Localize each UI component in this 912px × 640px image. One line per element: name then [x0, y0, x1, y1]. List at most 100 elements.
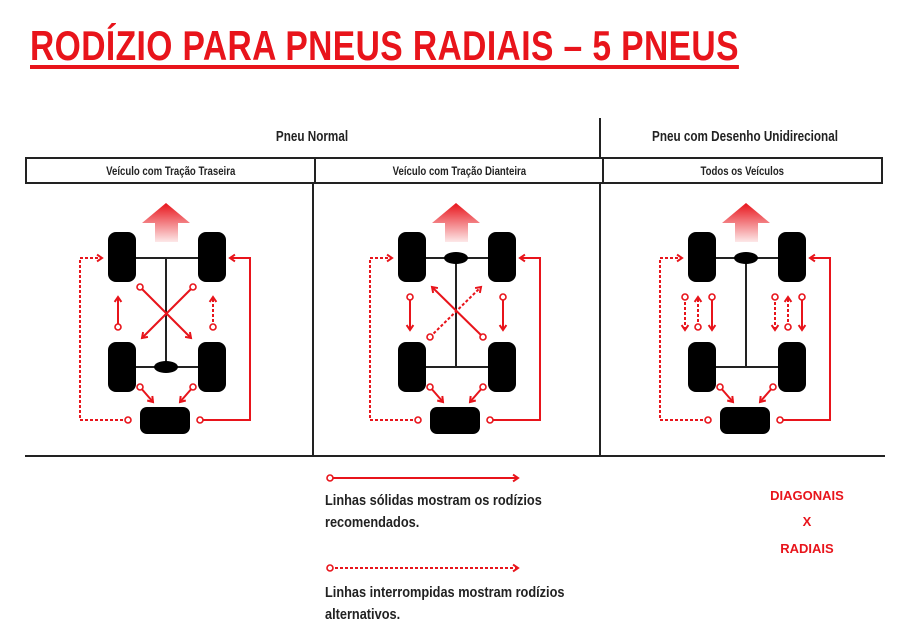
- start-circle-icon: [716, 383, 724, 391]
- arrowhead-icon: [498, 324, 508, 332]
- arrowhead-icon: [783, 295, 793, 303]
- tire-icon: [488, 232, 516, 282]
- divider: [312, 184, 314, 456]
- spare-tire-icon: [430, 407, 480, 434]
- tire-icon: [778, 342, 806, 392]
- arrowhead-icon: [726, 395, 735, 404]
- tire-icon: [108, 232, 136, 282]
- arrowhead-icon: [113, 295, 123, 303]
- solid-line-legend-icon: [326, 473, 520, 483]
- arrowhead-icon: [758, 395, 767, 404]
- start-circle-icon: [189, 383, 197, 391]
- start-circle-icon: [209, 323, 217, 331]
- start-circle-icon: [114, 323, 122, 331]
- start-circle-icon: [136, 383, 144, 391]
- start-circle-icon: [326, 564, 334, 572]
- column-all-vehicles: Todos os Veículos: [700, 163, 785, 178]
- divider: [25, 455, 885, 457]
- arrowhead-icon: [178, 395, 187, 404]
- forward-direction-arrow-icon: [722, 203, 770, 242]
- spare-tire-icon: [720, 407, 770, 434]
- alternative-rotation-arrow: [429, 286, 482, 338]
- alternative-rotation-arrow: [79, 257, 128, 421]
- start-circle-icon: [196, 416, 204, 424]
- tire-icon: [688, 232, 716, 282]
- arrowhead-icon: [512, 563, 520, 573]
- arrowhead-icon: [474, 285, 483, 294]
- start-circle-icon: [426, 383, 434, 391]
- differential-icon: [154, 361, 178, 373]
- recommended-rotation-arrow: [780, 257, 831, 421]
- start-circle-icon: [124, 416, 132, 424]
- legend-solid-text: recomendados.: [325, 514, 420, 531]
- recommended-rotation-arrow: [490, 257, 541, 421]
- start-circle-icon: [708, 293, 716, 301]
- legend-solid-text: Linhas sólidas mostram os rodízios: [325, 492, 542, 509]
- arrowhead-icon: [208, 295, 218, 303]
- start-circle-icon: [681, 293, 689, 301]
- tire-icon: [198, 232, 226, 282]
- tire-icon: [778, 232, 806, 282]
- arrowhead-icon: [680, 324, 690, 332]
- arrowhead-icon: [96, 253, 104, 263]
- start-circle-icon: [694, 323, 702, 331]
- tire-icon: [398, 232, 426, 282]
- page-title: RODÍZIO PARA PNEUS RADIAIS – 5 PNEUS: [30, 22, 739, 69]
- start-circle-icon: [406, 293, 414, 301]
- start-circle-icon: [798, 293, 806, 301]
- arrowhead-icon: [770, 324, 780, 332]
- arrowhead-icon: [512, 473, 520, 483]
- column-header-row: Veículo com Tração Traseira Veículo com …: [25, 157, 883, 184]
- start-circle-icon: [479, 383, 487, 391]
- alternative-rotation-arrow: [369, 257, 418, 421]
- arrowhead-icon: [430, 285, 439, 294]
- start-circle-icon: [784, 323, 792, 331]
- start-circle-icon: [426, 333, 434, 341]
- column-front-drive: Veículo com Tração Dianteira: [392, 163, 526, 178]
- column-rear-drive: Veículo com Tração Traseira: [105, 163, 236, 178]
- arrowhead-icon: [436, 395, 445, 404]
- arrowhead-icon: [797, 324, 807, 332]
- arrowhead-icon: [140, 331, 149, 340]
- arrowhead-icon: [386, 253, 394, 263]
- legend-dashed: Linhas interrompidas mostram rodízios al…: [325, 582, 564, 626]
- arrowhead-icon: [228, 253, 236, 263]
- start-circle-icon: [189, 283, 197, 291]
- forward-direction-arrow-icon: [432, 203, 480, 242]
- dashed-line-legend-icon: [326, 563, 520, 573]
- diagram-unidirectional: [659, 203, 831, 434]
- start-circle-icon: [776, 416, 784, 424]
- divider: [599, 184, 601, 456]
- header-unidirectional-tire: Pneu com Desenho Unidirecional: [652, 128, 838, 145]
- arrowhead-icon: [184, 331, 193, 340]
- recommended-rotation-arrow: [200, 257, 251, 421]
- start-circle-icon: [326, 474, 334, 482]
- arrowhead-icon: [468, 395, 477, 404]
- arrowhead-icon: [707, 324, 717, 332]
- note-x: X: [802, 514, 812, 529]
- spare-tire-icon: [140, 407, 190, 434]
- tire-icon: [108, 342, 136, 392]
- tire-icon: [398, 342, 426, 392]
- alternative-rotation-arrow: [659, 257, 708, 421]
- arrowhead-icon: [693, 295, 703, 303]
- differential-icon: [444, 252, 468, 264]
- start-circle-icon: [769, 383, 777, 391]
- tire-icon: [198, 342, 226, 392]
- note-diagonals: DIAGONAIS: [770, 488, 844, 503]
- start-circle-icon: [479, 333, 487, 341]
- divider: [599, 118, 601, 157]
- recommended-rotation-arrow: [141, 286, 194, 339]
- start-circle-icon: [136, 283, 144, 291]
- recommended-rotation-arrow: [431, 286, 484, 338]
- arrowhead-icon: [518, 253, 526, 263]
- arrowhead-icon: [405, 324, 415, 332]
- start-circle-icon: [704, 416, 712, 424]
- legend-solid: Linhas sólidas mostram os rodízios recom…: [325, 490, 542, 534]
- differential-icon: [734, 252, 758, 264]
- legend-dashed-text: alternativos.: [325, 606, 401, 623]
- arrowhead-icon: [676, 253, 684, 263]
- start-circle-icon: [486, 416, 494, 424]
- arrowhead-icon: [808, 253, 816, 263]
- note-radials: RADIAIS: [780, 541, 834, 556]
